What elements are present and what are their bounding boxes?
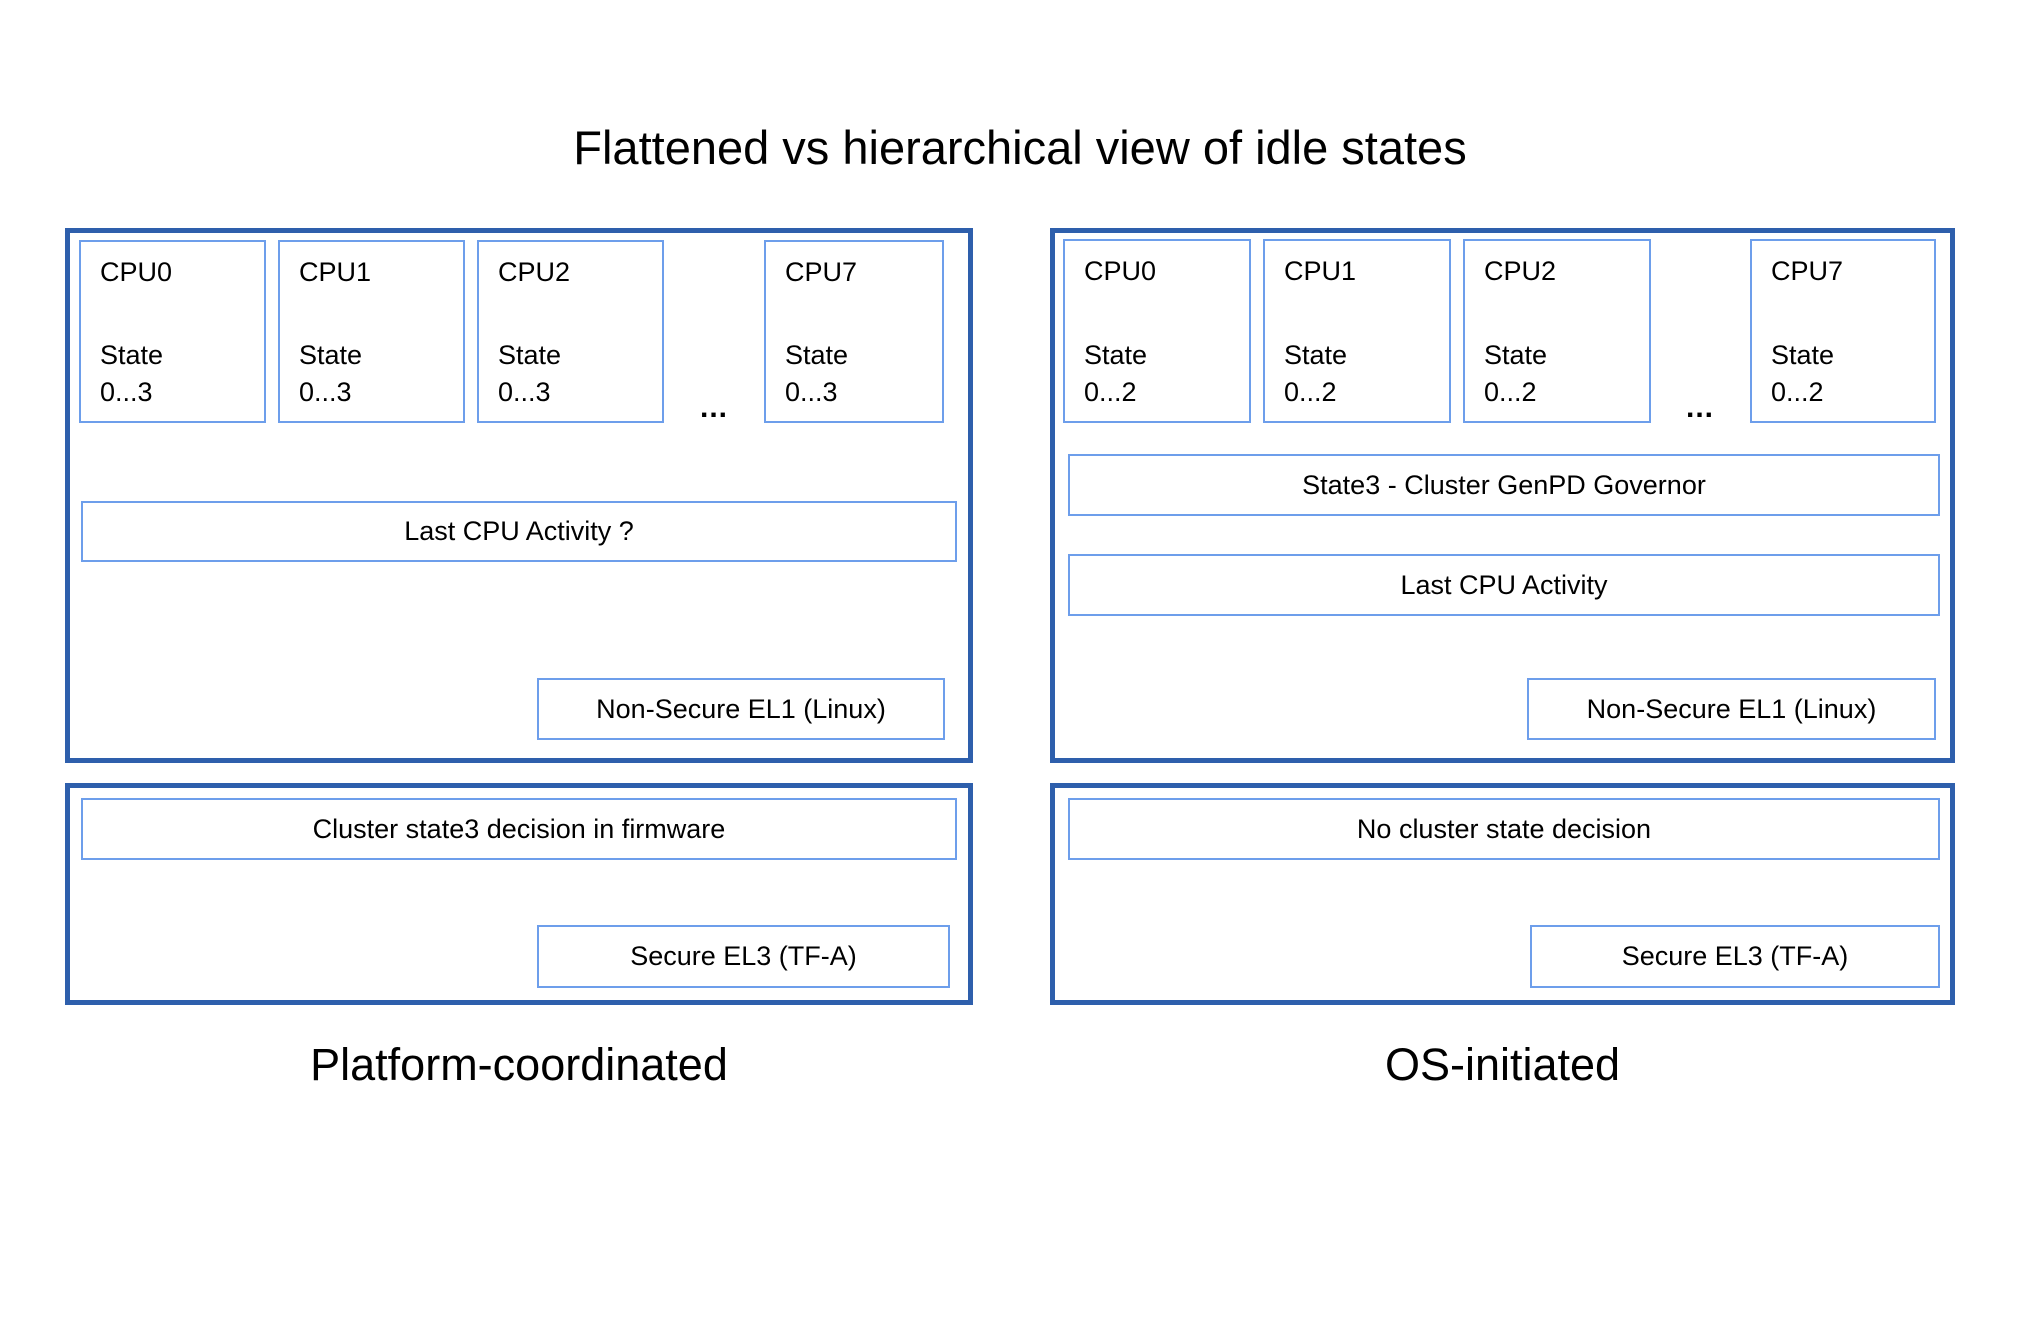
secure-el3-box: Secure EL3 (TF-A) bbox=[1530, 925, 1940, 988]
cluster-decision-box: No cluster state decision bbox=[1068, 798, 1940, 860]
cluster-decision-box: Cluster state3 decision in firmware bbox=[81, 798, 957, 860]
cpu-name: CPU0 bbox=[100, 257, 173, 287]
last-cpu-activity-box: Last CPU Activity ? bbox=[81, 501, 957, 562]
cpu-state: State 0...2 bbox=[1284, 340, 1348, 407]
cpu-name: CPU7 bbox=[1771, 256, 1844, 286]
cpu-row-ellipsis: ... bbox=[1685, 391, 1714, 424]
cpu-box: CPU0 State 0...2 bbox=[1063, 239, 1251, 423]
cpu-name: CPU2 bbox=[498, 257, 571, 287]
cpu-name: CPU2 bbox=[1484, 256, 1557, 286]
cpu-state: State 0...3 bbox=[498, 340, 562, 407]
cpu-row-ellipsis: ... bbox=[699, 391, 728, 424]
cpu-box: CPU1 State 0...2 bbox=[1263, 239, 1451, 423]
cpu-box: CPU1 State 0...3 bbox=[278, 240, 465, 423]
platform-coordinated-el3-frame: Cluster state3 decision in firmware Secu… bbox=[65, 783, 973, 1005]
os-initiated-el1-frame: CPU0 State 0...2 CPU1 State 0...2 CPU2 S… bbox=[1050, 228, 1955, 763]
cpu-box: CPU7 State 0...3 bbox=[764, 240, 944, 423]
non-secure-el1-box: Non-Secure EL1 (Linux) bbox=[537, 678, 945, 740]
secure-el3-box: Secure EL3 (TF-A) bbox=[537, 925, 950, 988]
cpu-state: State 0...3 bbox=[299, 340, 363, 407]
cpu-state: State 0...2 bbox=[1084, 340, 1148, 407]
panel-caption-platform-coordinated: Platform-coordinated bbox=[310, 1039, 728, 1090]
non-secure-el1-box: Non-Secure EL1 (Linux) bbox=[1527, 678, 1936, 740]
panel-caption-os-initiated: OS-initiated bbox=[1384, 1039, 1621, 1090]
diagram-title: Flattened vs hierarchical view of idle s… bbox=[573, 121, 1467, 174]
cpu-name: CPU0 bbox=[1084, 256, 1157, 286]
cpu-state: State 0...2 bbox=[1484, 340, 1548, 407]
cpu-box: CPU2 State 0...3 bbox=[477, 240, 664, 423]
cpu-name: CPU1 bbox=[1284, 256, 1357, 286]
cpu-name: CPU7 bbox=[785, 257, 858, 287]
cluster-genpd-governor-box: State3 - Cluster GenPD Governor bbox=[1068, 454, 1940, 516]
cpu-box: CPU2 State 0...2 bbox=[1463, 239, 1651, 423]
cpu-box: CPU0 State 0...3 bbox=[79, 240, 266, 423]
last-cpu-activity-box: Last CPU Activity bbox=[1068, 554, 1940, 616]
os-initiated-el3-frame: No cluster state decision Secure EL3 (TF… bbox=[1050, 783, 1955, 1005]
cpu-box: CPU7 State 0...2 bbox=[1750, 239, 1936, 423]
platform-coordinated-el1-frame: CPU0 State 0...3 CPU1 State 0...3 CPU2 S… bbox=[65, 228, 973, 763]
cpu-state: State 0...3 bbox=[785, 340, 849, 407]
cpu-name: CPU1 bbox=[299, 257, 372, 287]
cpu-state: State 0...3 bbox=[100, 340, 164, 407]
cpu-state: State 0...2 bbox=[1771, 340, 1835, 407]
